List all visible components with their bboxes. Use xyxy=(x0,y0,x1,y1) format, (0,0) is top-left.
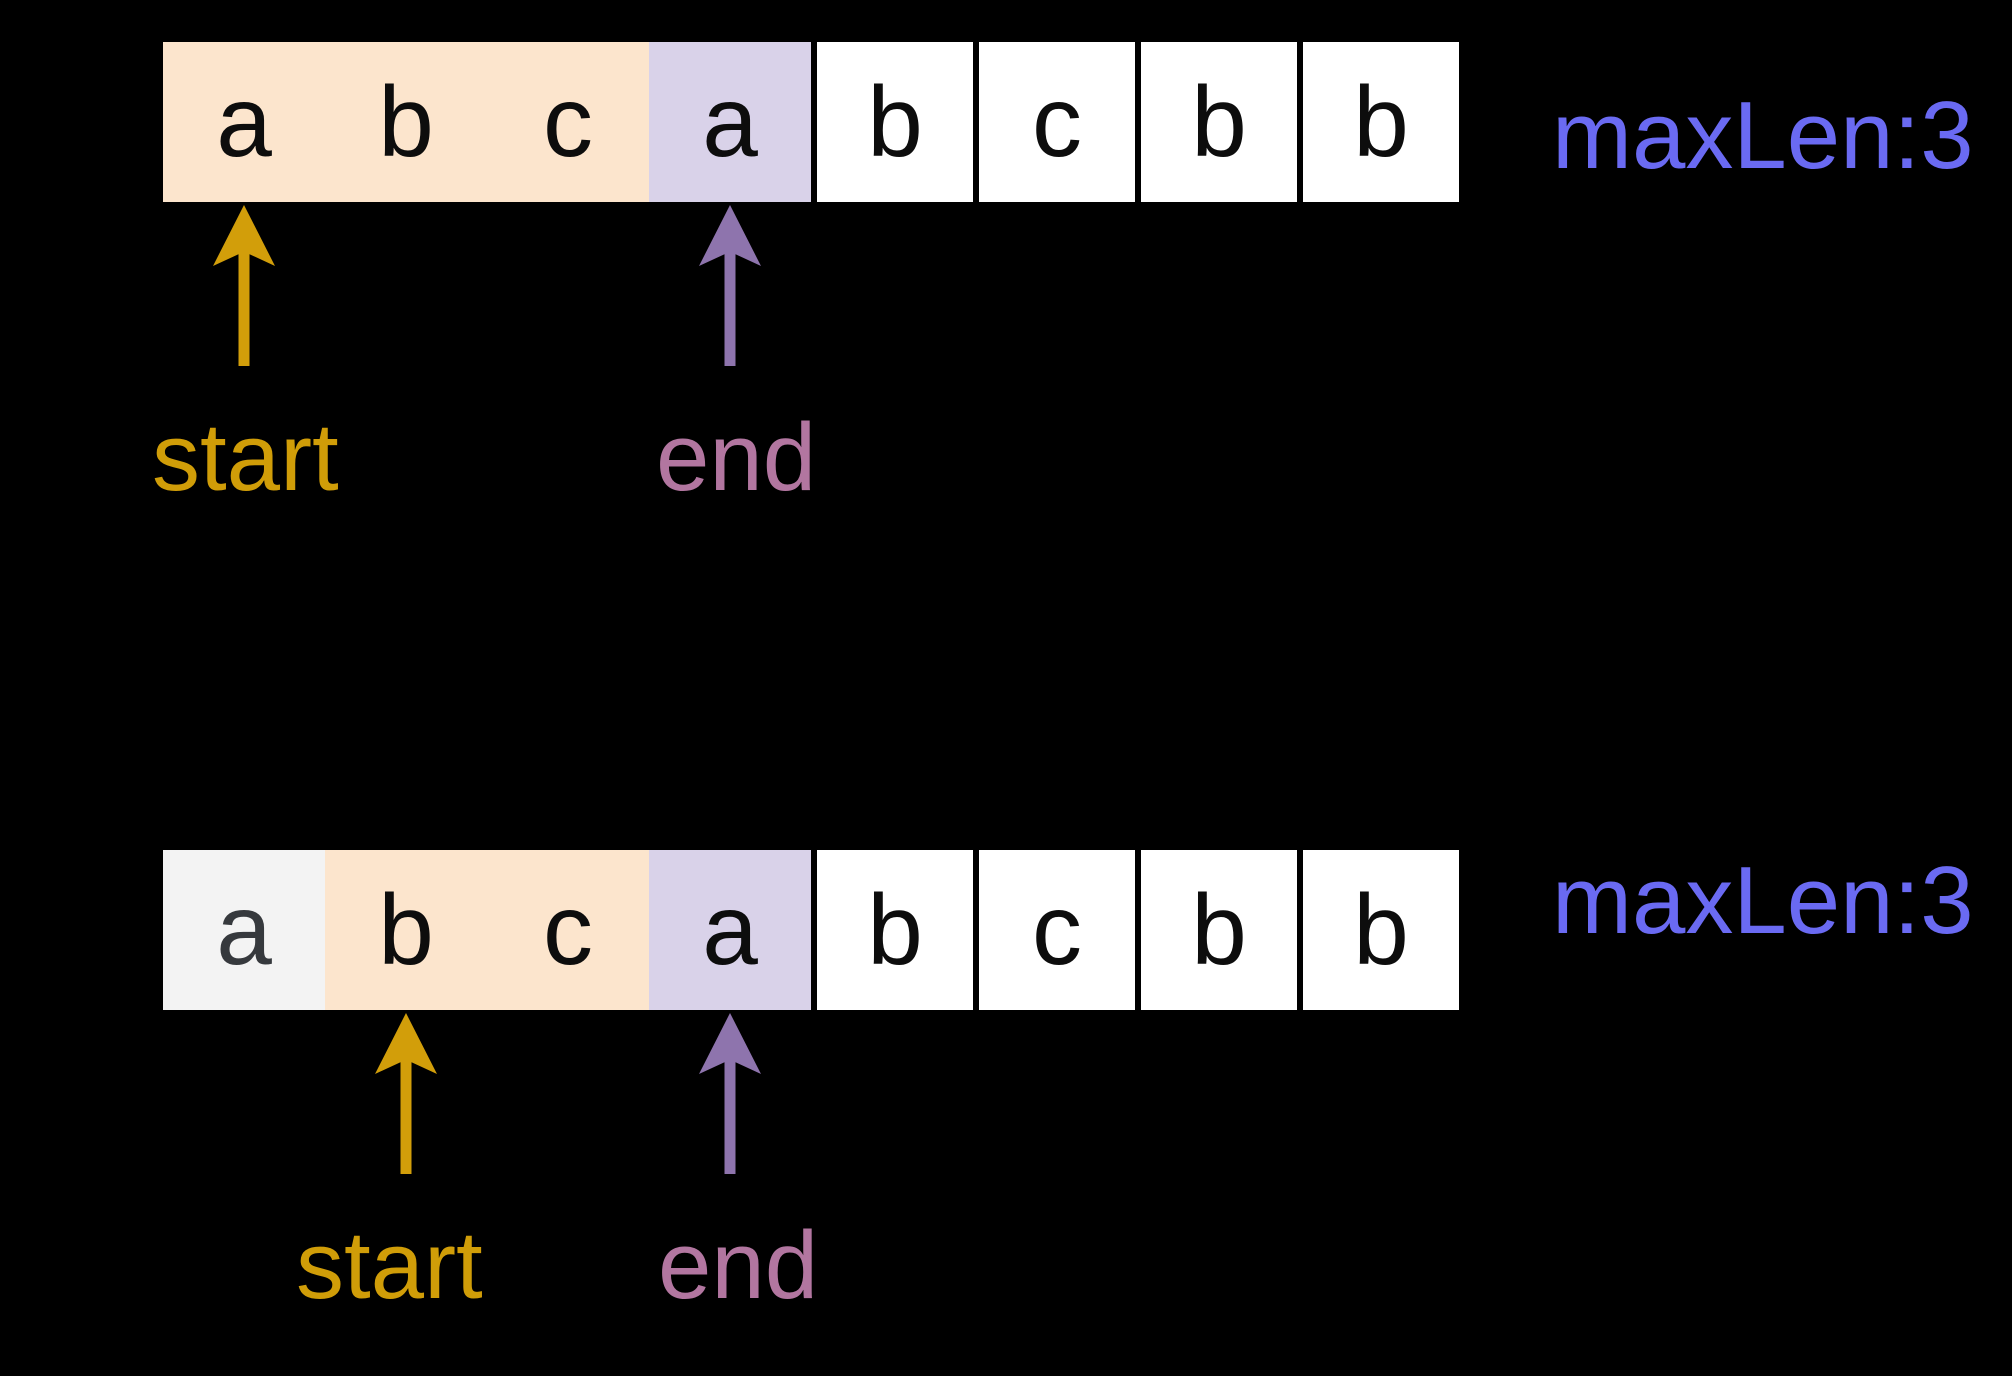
cell-letter: b xyxy=(1191,873,1247,986)
cell-letter: b xyxy=(1191,65,1247,178)
cell-letter: a xyxy=(702,873,758,986)
cell-letter: b xyxy=(867,65,923,178)
array-row-step1: a b c a b c b b xyxy=(163,42,1459,202)
end-pointer-label: end xyxy=(658,1212,819,1319)
array-cell: b xyxy=(1297,42,1459,202)
array-cell: c xyxy=(487,42,649,202)
end-arrow-up-icon xyxy=(699,1013,761,1174)
array-cell: b xyxy=(325,42,487,202)
end-arrow-up-icon xyxy=(699,205,761,366)
cell-letter: a xyxy=(702,65,758,178)
array-cell: b xyxy=(325,850,487,1010)
maxlen-value: maxLen:3 xyxy=(1552,82,1974,189)
end-pointer-label: end xyxy=(656,404,817,511)
array-cell: b xyxy=(811,850,973,1010)
array-cell: c xyxy=(487,850,649,1010)
cell-letter: c xyxy=(1032,873,1082,986)
cell-letter: c xyxy=(543,65,593,178)
array-cell: a xyxy=(649,850,811,1010)
array-row-step2: a b c a b c b b xyxy=(163,850,1459,1010)
cell-letter: b xyxy=(867,873,923,986)
array-cell: a xyxy=(163,42,325,202)
cell-letter: a xyxy=(216,873,272,986)
start-arrow-up-icon xyxy=(213,205,275,366)
cell-letter: b xyxy=(1353,65,1409,178)
array-cell: b xyxy=(1135,42,1297,202)
maxlen-value: maxLen:3 xyxy=(1552,847,1974,954)
cell-letter: b xyxy=(1353,873,1409,986)
array-cell: a xyxy=(163,850,325,1010)
array-cell: b xyxy=(1297,850,1459,1010)
array-cell: c xyxy=(973,42,1135,202)
cell-letter: b xyxy=(378,65,434,178)
array-cell: b xyxy=(811,42,973,202)
array-cell: b xyxy=(1135,850,1297,1010)
cell-letter: a xyxy=(216,65,272,178)
array-cell: a xyxy=(649,42,811,202)
start-pointer-label: start xyxy=(296,1212,483,1319)
start-arrow-up-icon xyxy=(375,1013,437,1174)
array-cell: c xyxy=(973,850,1135,1010)
cell-letter: c xyxy=(1032,65,1082,178)
cell-letter: c xyxy=(543,873,593,986)
start-pointer-label: start xyxy=(152,404,339,511)
cell-letter: b xyxy=(378,873,434,986)
